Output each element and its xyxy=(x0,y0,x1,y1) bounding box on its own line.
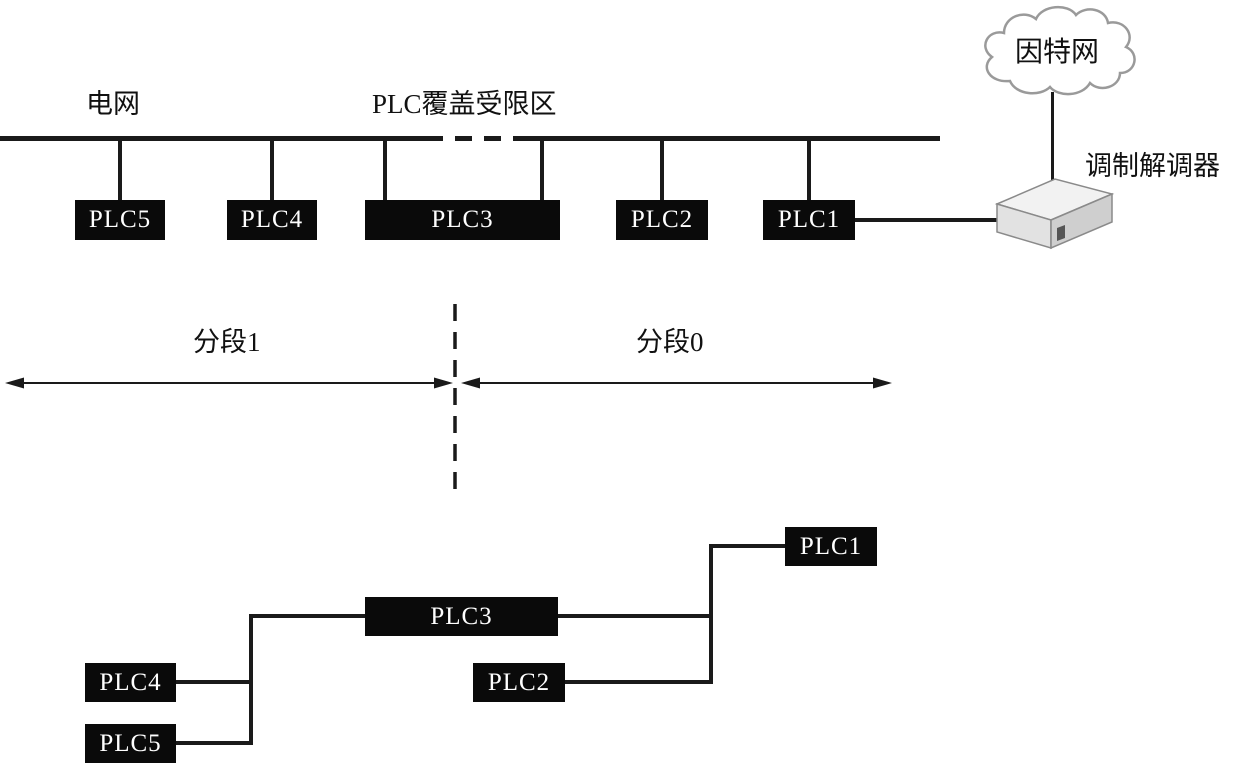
modem-slot xyxy=(1057,225,1065,241)
modem-icon xyxy=(994,178,1115,250)
link-modem-internet xyxy=(1051,92,1054,182)
connector-plc5 xyxy=(118,141,122,200)
link-plc3-leftbranch xyxy=(249,614,365,618)
segment0-arrowhead-right xyxy=(873,377,892,389)
internet-label: 因特网 xyxy=(1015,37,1100,68)
power-bus-line-left xyxy=(0,136,426,141)
connector-plc3-right xyxy=(540,141,544,200)
segment1-arrowhead-right xyxy=(434,377,453,389)
segment0-label: 分段0 xyxy=(636,327,704,357)
node-plc3-physical: PLC3 xyxy=(365,200,560,240)
connector-plc3-left xyxy=(383,141,387,200)
node-plc2-physical: PLC2 xyxy=(616,200,708,240)
node-plc5-physical: PLC5 xyxy=(75,200,165,240)
link-plc5-leftbranch xyxy=(176,741,253,745)
node-plc2-logical: PLC2 xyxy=(473,663,565,702)
modem-label: 调制解调器 xyxy=(1085,151,1220,181)
leftbranch-vertical xyxy=(249,614,253,745)
segment1-arrowhead-left xyxy=(5,377,24,389)
connector-plc1 xyxy=(807,141,811,200)
restricted-area-label: PLC覆盖受限区 xyxy=(372,89,557,119)
node-plc1-physical: PLC1 xyxy=(763,200,855,240)
link-plc2-rightbranch xyxy=(565,680,713,684)
segment-arrows xyxy=(5,304,892,492)
node-plc4-logical: PLC4 xyxy=(85,663,176,702)
link-plc4-leftbranch xyxy=(176,680,253,684)
node-plc5-logical: PLC5 xyxy=(85,724,176,763)
connector-plc2 xyxy=(660,141,664,200)
modem-side-face xyxy=(1050,192,1113,250)
link-plc3-rightbranch xyxy=(558,614,713,618)
segment1-label: 分段1 xyxy=(193,327,261,357)
node-plc3-logical: PLC3 xyxy=(365,597,558,636)
link-plc1-modem xyxy=(855,218,1005,222)
power-grid-label: 电网 xyxy=(86,89,140,119)
rightbranch-vertical xyxy=(709,544,713,684)
connector-plc4 xyxy=(270,141,274,200)
link-rightbranch-plc1 xyxy=(709,544,785,548)
power-bus-restricted-gap xyxy=(426,136,518,141)
segment0-arrowhead-left xyxy=(461,377,480,389)
power-bus-line-right xyxy=(518,136,940,141)
node-plc4-physical: PLC4 xyxy=(227,200,317,240)
internet-cloud-icon xyxy=(984,6,1136,96)
node-plc1-logical: PLC1 xyxy=(785,527,877,566)
